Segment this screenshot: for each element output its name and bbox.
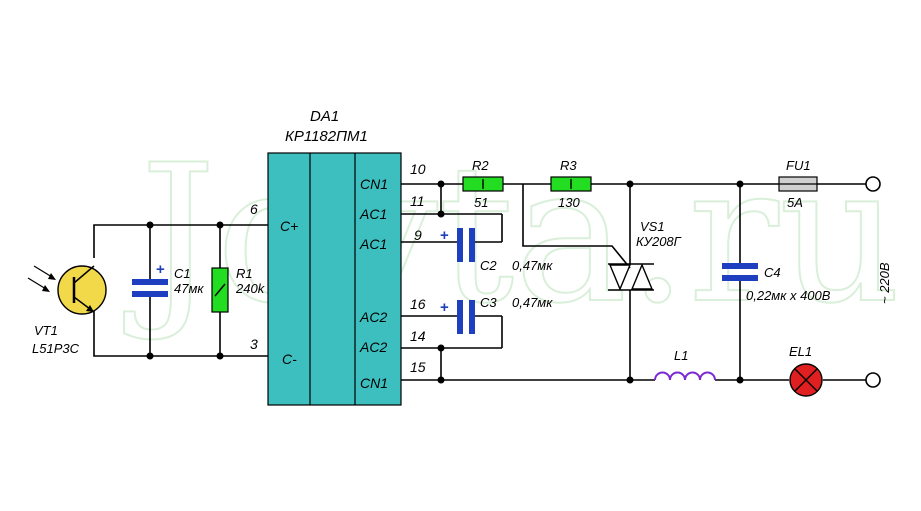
fu1-name: FU1 — [786, 158, 811, 173]
c3-value: 0,47мк — [512, 295, 553, 310]
c4-name: C4 — [764, 265, 781, 280]
pin-label-ac1-a: AC1 — [359, 206, 387, 222]
chip-da1 — [267, 152, 402, 406]
pin-number-11: 11 — [410, 193, 425, 209]
fuse-fu1 — [778, 176, 818, 192]
pin-label-ac2-a: AC2 — [359, 309, 387, 325]
pin-label-cn1-top: CN1 — [360, 176, 388, 192]
capacitor-c1 — [132, 270, 168, 303]
phototransistor-vt1 — [27, 265, 107, 315]
output-wiring — [401, 180, 867, 384]
pin-label-ac1-b: AC1 — [359, 236, 387, 252]
capacitor-c3 — [457, 300, 475, 334]
pin-number-10: 10 — [410, 161, 426, 177]
r3-value: 130 — [558, 195, 580, 210]
c2-polarity-plus: + — [440, 227, 449, 244]
r2-name: R2 — [472, 158, 489, 173]
vt1-name: VT1 — [34, 323, 58, 338]
c2-value: 0,47мк — [512, 258, 553, 273]
c3-name: C3 — [480, 295, 497, 310]
vt1-value: L51P3C — [32, 341, 80, 356]
pin-number-16: 16 — [410, 296, 426, 312]
fu1-value: 5А — [787, 195, 803, 210]
resistor-r2 — [462, 176, 504, 192]
pin-label-c-minus: C- — [282, 351, 297, 367]
r2-value: 51 — [474, 195, 488, 210]
capacitor-c4 — [722, 263, 758, 281]
resistor-r3 — [550, 176, 592, 192]
pin-number-6: 6 — [250, 201, 258, 217]
c3-polarity-plus: + — [440, 299, 449, 316]
pin-label-ac2-b: AC2 — [359, 339, 387, 355]
vs1-name: VS1 — [640, 219, 665, 234]
vs1-value: КУ208Г — [636, 234, 682, 249]
terminal-top — [865, 176, 881, 192]
triac-vs1 — [608, 263, 654, 291]
terminal-bottom — [865, 372, 881, 388]
supply-label: ~ 220В — [877, 262, 892, 304]
watermark: Joyta.ru — [124, 124, 901, 345]
inductor-l1 — [654, 371, 716, 381]
r1-name: R1 — [236, 266, 253, 281]
c4-value: 0,22мк х 400В — [746, 288, 831, 303]
pin-number-9: 9 — [414, 227, 422, 243]
lamp-el1 — [789, 363, 823, 397]
capacitor-c2 — [457, 228, 475, 262]
c1-value: 47мк — [174, 281, 204, 296]
l1-name: L1 — [674, 348, 688, 363]
resistor-r1 — [211, 267, 229, 313]
r1-value: 240k — [235, 281, 266, 296]
c1-polarity-plus: + — [156, 261, 165, 278]
pin-number-14: 14 — [410, 328, 426, 344]
chip-part-number: КР1182ПМ1 — [285, 128, 368, 145]
c1-name: C1 — [174, 266, 191, 281]
el1-name: EL1 — [789, 344, 812, 359]
pin-label-cn1-bottom: CN1 — [360, 375, 388, 391]
r3-name: R3 — [560, 158, 577, 173]
input-wiring — [93, 221, 268, 360]
pin-number-15: 15 — [410, 359, 426, 375]
c2-name: C2 — [480, 258, 497, 273]
pin-label-c-plus: C+ — [280, 218, 298, 234]
pin-number-3: 3 — [250, 336, 258, 352]
chip-designator: DA1 — [310, 108, 339, 125]
